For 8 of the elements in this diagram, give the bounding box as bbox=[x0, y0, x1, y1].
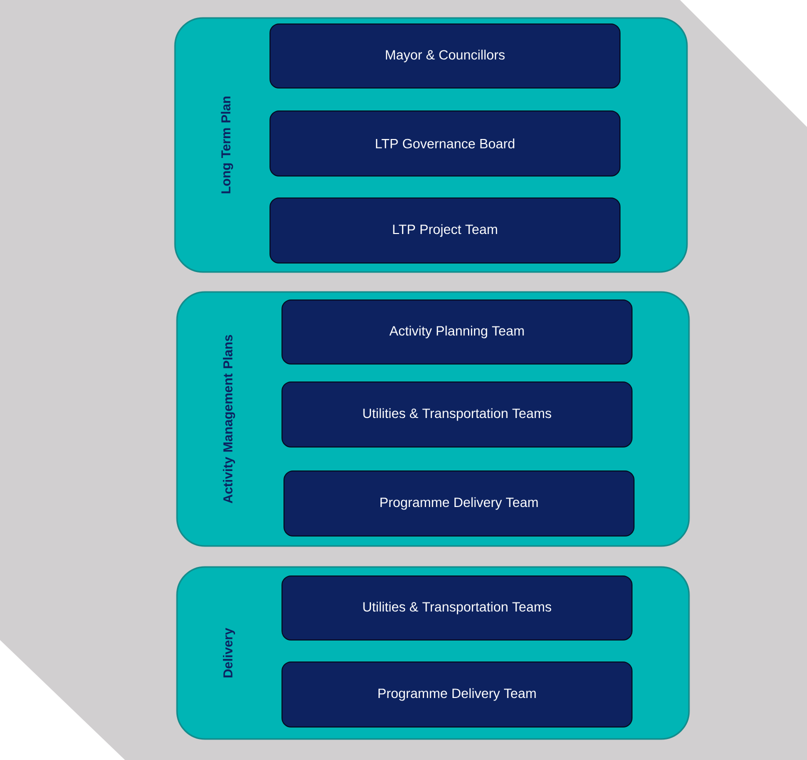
team-box: LTP Project Team bbox=[270, 198, 620, 264]
team-box: Utilities & Transportation Teams bbox=[282, 576, 632, 640]
team-box: Activity Planning Team bbox=[282, 300, 632, 364]
team-box: Programme Delivery Team bbox=[284, 470, 634, 536]
team-box: Utilities & Transportation Teams bbox=[282, 382, 632, 448]
team-box: Programme Delivery Team bbox=[282, 662, 632, 728]
team-box: Mayor & Councillors bbox=[270, 24, 620, 88]
team-box: LTP Governance Board bbox=[270, 110, 620, 176]
